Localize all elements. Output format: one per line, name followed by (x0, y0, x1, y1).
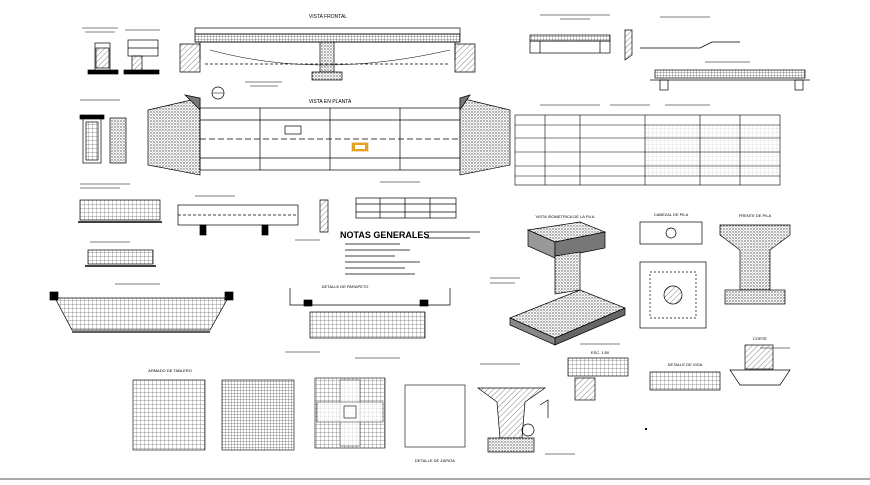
beam-detail-title: DETALLE DE VIGA (668, 362, 703, 367)
slab-grid-1 (132, 379, 206, 451)
annotation-marks (80, 14, 790, 455)
detail-top-left (87, 39, 160, 75)
front-view-title: VISTA FRONTAL (309, 14, 347, 20)
pier-isometric (509, 221, 626, 346)
bridge-front-elevation (179, 27, 476, 81)
reference-dot (645, 428, 647, 430)
general-notes-title: NOTAS GENERALES (340, 230, 429, 240)
pier-cap-title: CABEZAL DE PILA (654, 212, 689, 217)
pier-cap-plan (639, 221, 707, 329)
detail-mid-left (78, 197, 457, 267)
detail-top-right (529, 29, 810, 91)
pier-elevation-bottom (476, 387, 549, 453)
reinforcement-table (514, 114, 781, 186)
railing-detail-right (289, 288, 451, 339)
railing-detail-left (49, 291, 234, 333)
footing-plan (404, 384, 466, 448)
pier-front (719, 224, 791, 305)
scale-label: ESC. 1:50 (591, 350, 610, 355)
footing-detail-title: DETALLE DE ZAPATA (415, 458, 455, 463)
beam-section-detail (79, 114, 127, 164)
plan-view-title: VISTA EN PLANTA (309, 99, 352, 105)
slab-reinforcement-title: ARMADO DE TABLERO (148, 368, 192, 373)
slab-grid-2 (221, 379, 295, 451)
pier-front-title: FRENTE DE PILA (739, 213, 772, 218)
slab-grid-3 (314, 377, 386, 449)
general-notes-lines (345, 231, 480, 275)
railing-detail-title: DETALLE DE PARAPETO (322, 284, 369, 289)
section-label: CORTE (753, 336, 767, 341)
bridge-plan-view (147, 94, 511, 176)
pier-isometric-title: VISTA ISOMETRICA DE LA PILA (535, 214, 594, 219)
detail-bottom-right (567, 344, 791, 401)
